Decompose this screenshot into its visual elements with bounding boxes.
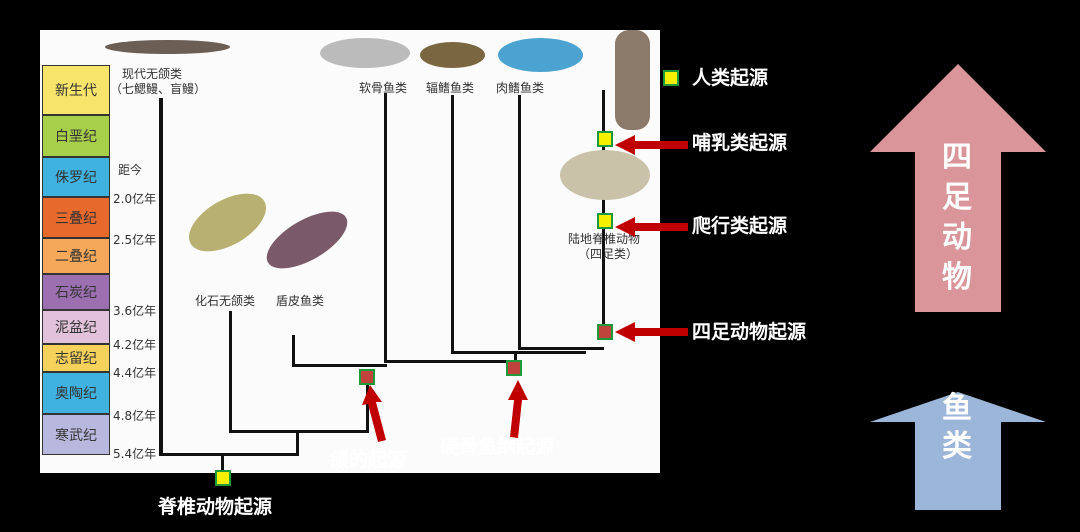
tetrapods-arrow-label: 四足动物: [942, 140, 972, 295]
time-tick: 2.5亿年: [113, 233, 157, 247]
node-vertebrate: [215, 470, 231, 486]
label-tetrapods-sub: （四足类）: [578, 247, 639, 261]
period-8: 奥陶纪: [42, 372, 110, 414]
node-tetrapod: [597, 324, 613, 340]
label-cartilaginous: 软骨鱼类: [359, 81, 408, 95]
time-tick: 3.6亿年: [113, 304, 157, 318]
shark-image: [320, 38, 410, 68]
coelacanth-image: [498, 38, 583, 72]
period-2: 侏罗纪: [42, 157, 110, 197]
label-placoderms: 盾皮鱼类: [276, 294, 325, 308]
tetrapods-arrow: [870, 64, 1046, 312]
event-jaw-origin: 颌的起源: [330, 449, 407, 471]
event-mammal-origin: 哺乳类起源: [692, 132, 788, 154]
time-tick: 4.4亿年: [113, 366, 157, 380]
period-9: 寒武纪: [42, 414, 110, 455]
lamprey-image: [105, 40, 230, 54]
hominid-image: [615, 30, 650, 130]
period-4: 二叠纪: [42, 238, 110, 274]
label-lobe-finned: 肉鳍鱼类: [496, 81, 545, 95]
event-reptile-origin: 爬行类起源: [692, 215, 788, 237]
time-tick: 4.2亿年: [113, 338, 157, 352]
time-label: 距今: [118, 163, 143, 177]
fish-arrow: [870, 392, 1046, 510]
period-3: 三叠纪: [42, 197, 110, 238]
label-fossil-agnatha: 化石无颌类: [195, 294, 256, 308]
event-osteichthyes-origin: 硬骨鱼纲起源: [440, 436, 555, 458]
event-tetrapod-origin: 四足动物起源: [692, 321, 807, 343]
period-1: 白垩纪: [42, 115, 110, 157]
label-tetrapods: 陆地脊椎动物: [568, 232, 641, 246]
period-5: 石炭纪: [42, 274, 110, 310]
period-6: 泥盆纪: [42, 310, 110, 344]
time-tick: 5.4亿年: [113, 447, 157, 461]
grouper-image: [420, 42, 485, 68]
label-modern-agnatha: 现代无颌类: [122, 67, 183, 81]
node-mammal: [597, 131, 613, 147]
period-7: 志留纪: [42, 344, 110, 372]
label-modern-agnatha-sub: （七鳃鳗、盲鳗）: [110, 82, 207, 96]
fish-arrow-label: 鱼类: [942, 391, 972, 464]
node-reptile: [597, 213, 613, 229]
phylogeny-panel: [40, 30, 660, 473]
time-tick: 2.0亿年: [113, 192, 157, 206]
node-human: [663, 70, 679, 86]
node-osteichthyes: [506, 360, 522, 376]
period-0: 新生代: [42, 65, 110, 115]
event-vertebrate-origin: 脊椎动物起源: [158, 496, 273, 518]
node-jaw: [359, 369, 375, 385]
event-human-origin: 人类起源: [692, 67, 769, 89]
time-tick: 4.8亿年: [113, 409, 157, 423]
stegosaurus-image: [560, 150, 650, 200]
label-ray-finned: 辐鳍鱼类: [426, 81, 475, 95]
